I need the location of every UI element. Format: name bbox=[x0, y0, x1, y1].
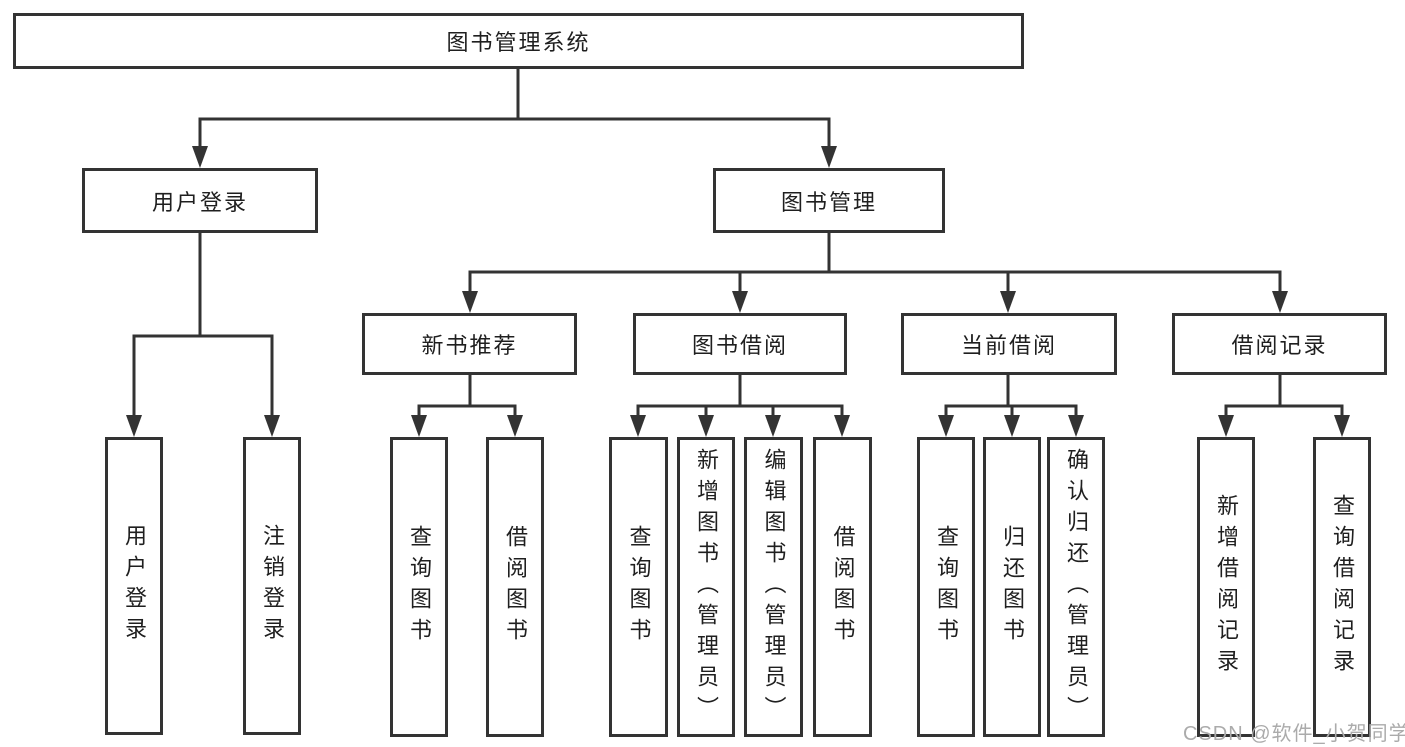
leaf-query-books-current-label: 查询图书 bbox=[934, 525, 959, 649]
leaf-confirm-return-admin: 确认归还（管理员） bbox=[1047, 437, 1105, 737]
connector-current-borrow-children bbox=[938, 373, 1084, 437]
node-book-management: 图书管理 bbox=[713, 168, 945, 233]
leaf-return-book-label: 归还图书 bbox=[1000, 525, 1025, 649]
leaf-logout-label: 注销登录 bbox=[260, 524, 285, 648]
node-borrow-records: 借阅记录 bbox=[1172, 313, 1387, 375]
node-new-book-recommend-label: 新书推荐 bbox=[421, 333, 518, 358]
connector-borrow-records-children bbox=[1218, 373, 1350, 437]
leaf-query-books-recommend-label: 查询图书 bbox=[407, 525, 432, 649]
leaf-user-login: 用户登录 bbox=[105, 437, 163, 735]
leaf-add-book-admin-label: 新增图书（管理员） bbox=[694, 447, 719, 727]
connector-book-borrow-children bbox=[630, 373, 850, 437]
node-new-book-recommend: 新书推荐 bbox=[362, 313, 577, 375]
node-book-management-label: 图书管理 bbox=[780, 189, 877, 215]
leaf-edit-book-admin-label: 编辑图书（管理员） bbox=[761, 447, 787, 727]
connector-book-management-children bbox=[462, 231, 1288, 313]
leaf-borrow-books-recommend: 借阅图书 bbox=[486, 437, 544, 737]
leaf-return-book: 归还图书 bbox=[983, 437, 1041, 737]
leaf-query-books-current: 查询图书 bbox=[917, 437, 975, 737]
leaf-query-borrow-record-label: 查询借阅记录 bbox=[1330, 494, 1355, 680]
node-borrow-records-label: 借阅记录 bbox=[1231, 333, 1328, 358]
leaf-edit-book-admin: 编辑图书（管理员） bbox=[744, 437, 803, 737]
leaf-query-books-borrow-label: 查询图书 bbox=[626, 525, 652, 649]
leaf-add-book-admin: 新增图书（管理员） bbox=[677, 437, 735, 737]
leaf-confirm-return-admin-label: 确认归还（管理员） bbox=[1064, 447, 1089, 727]
leaf-logout: 注销登录 bbox=[243, 437, 301, 735]
connector-root-to-level2 bbox=[192, 67, 837, 168]
leaf-borrow-books-borrow-label: 借阅图书 bbox=[830, 525, 856, 649]
leaf-query-books-recommend: 查询图书 bbox=[390, 437, 448, 737]
leaf-add-borrow-record: 新增借阅记录 bbox=[1197, 437, 1255, 737]
connector-new-book-recommend-children bbox=[411, 373, 523, 437]
node-book-borrow: 图书借阅 bbox=[633, 313, 847, 375]
node-book-borrow-label: 图书借阅 bbox=[691, 333, 788, 358]
node-current-borrow: 当前借阅 bbox=[901, 313, 1117, 375]
leaf-add-borrow-record-label: 新增借阅记录 bbox=[1214, 494, 1239, 680]
leaf-borrow-books-borrow: 借阅图书 bbox=[813, 437, 872, 737]
leaf-query-books-borrow: 查询图书 bbox=[609, 437, 668, 737]
node-user-login: 用户登录 bbox=[82, 168, 318, 233]
leaf-user-login-label: 用户登录 bbox=[122, 524, 147, 648]
node-root: 图书管理系统 bbox=[13, 13, 1024, 69]
node-user-login-label: 用户登录 bbox=[151, 189, 248, 215]
leaf-borrow-books-recommend-label: 借阅图书 bbox=[503, 525, 528, 649]
connector-user-login-children bbox=[126, 231, 280, 437]
node-root-label: 图书管理系统 bbox=[446, 30, 591, 55]
leaf-query-borrow-record: 查询借阅记录 bbox=[1313, 437, 1371, 737]
watermark: CSDN @软件_小贺同学 bbox=[1183, 723, 1405, 745]
node-current-borrow-label: 当前借阅 bbox=[960, 333, 1057, 358]
